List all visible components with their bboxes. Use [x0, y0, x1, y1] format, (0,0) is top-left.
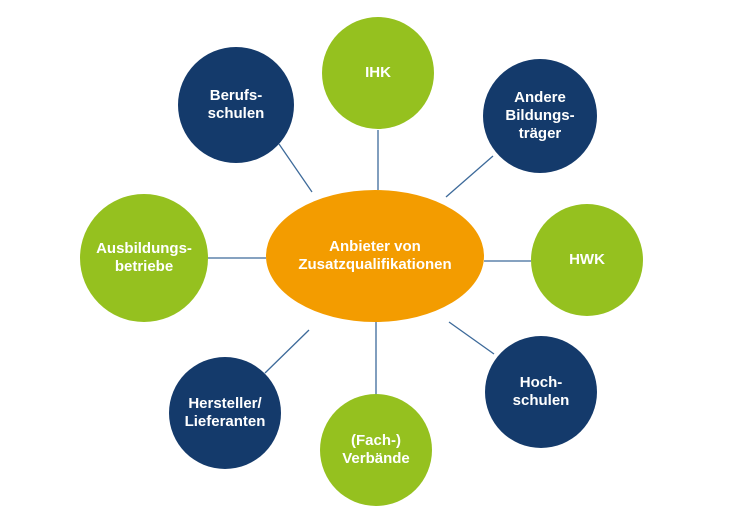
center-node-label-line: Anbieter von	[329, 238, 421, 255]
connector-hochschulen	[448, 321, 495, 355]
node-hochschulen-circle	[485, 336, 597, 448]
node-fach-verbaende-label-line: Verbände	[342, 450, 410, 467]
node-hochschulen-label-line: Hoch-	[520, 374, 563, 391]
connector-hersteller-lieferanten	[264, 329, 310, 374]
node-berufsschulen-label: Berufs-schulen	[208, 87, 265, 122]
node-ihk: IHK	[322, 17, 434, 129]
node-hochschulen-label-line: schulen	[513, 392, 570, 409]
connector-andere-bildungstraeger	[445, 155, 494, 198]
node-ausbildungsbetriebe: Ausbildungs-betriebe	[80, 194, 208, 322]
node-hersteller-lieferanten-label-line: Lieferanten	[185, 413, 266, 430]
node-berufsschulen-label-line: schulen	[208, 105, 265, 122]
center-node-ellipse	[266, 190, 484, 322]
node-ausbildungsbetriebe-label-line: betriebe	[115, 258, 173, 275]
node-hersteller-lieferanten-label-line: Hersteller/	[188, 395, 262, 412]
node-berufsschulen-label-line: Berufs-	[210, 87, 263, 104]
node-fach-verbaende-circle	[320, 394, 432, 506]
node-andere-bildungstraeger-circle	[483, 59, 597, 173]
node-andere-bildungstraeger-label-line: träger	[519, 125, 562, 142]
node-ausbildungsbetriebe-label: Ausbildungs-betriebe	[96, 240, 192, 275]
node-ausbildungsbetriebe-label-line: Ausbildungs-	[96, 240, 192, 257]
node-hochschulen: Hoch-schulen	[485, 336, 597, 448]
node-berufsschulen: Berufs-schulen	[178, 47, 294, 163]
node-fach-verbaende: (Fach-)Verbände	[320, 394, 432, 506]
node-ihk-label-line: IHK	[365, 64, 391, 81]
node-hersteller-lieferanten-circle	[169, 357, 281, 469]
node-ausbildungsbetriebe-circle	[80, 194, 208, 322]
node-ihk-label: IHK	[365, 64, 391, 81]
center-node-label-line: Zusatzqualifikationen	[298, 256, 451, 273]
node-hwk: HWK	[531, 204, 643, 316]
node-hwk-label-line: HWK	[569, 251, 605, 268]
node-berufsschulen-circle	[178, 47, 294, 163]
node-andere-bildungstraeger-label-line: Andere	[514, 89, 566, 106]
node-fach-verbaende-label: (Fach-)Verbände	[342, 432, 410, 467]
connector-berufsschulen	[278, 143, 313, 193]
node-andere-bildungstraeger-label-line: Bildungs-	[505, 107, 574, 124]
node-hersteller-lieferanten-label: Hersteller/Lieferanten	[185, 395, 266, 430]
node-hochschulen-label: Hoch-schulen	[513, 374, 570, 409]
node-hersteller-lieferanten: Hersteller/Lieferanten	[169, 357, 281, 469]
connector-lines	[208, 130, 531, 394]
node-hwk-circle	[531, 204, 643, 316]
node-fach-verbaende-label-line: (Fach-)	[351, 432, 401, 449]
node-hwk-label: HWK	[569, 251, 605, 268]
node-ihk-circle	[322, 17, 434, 129]
